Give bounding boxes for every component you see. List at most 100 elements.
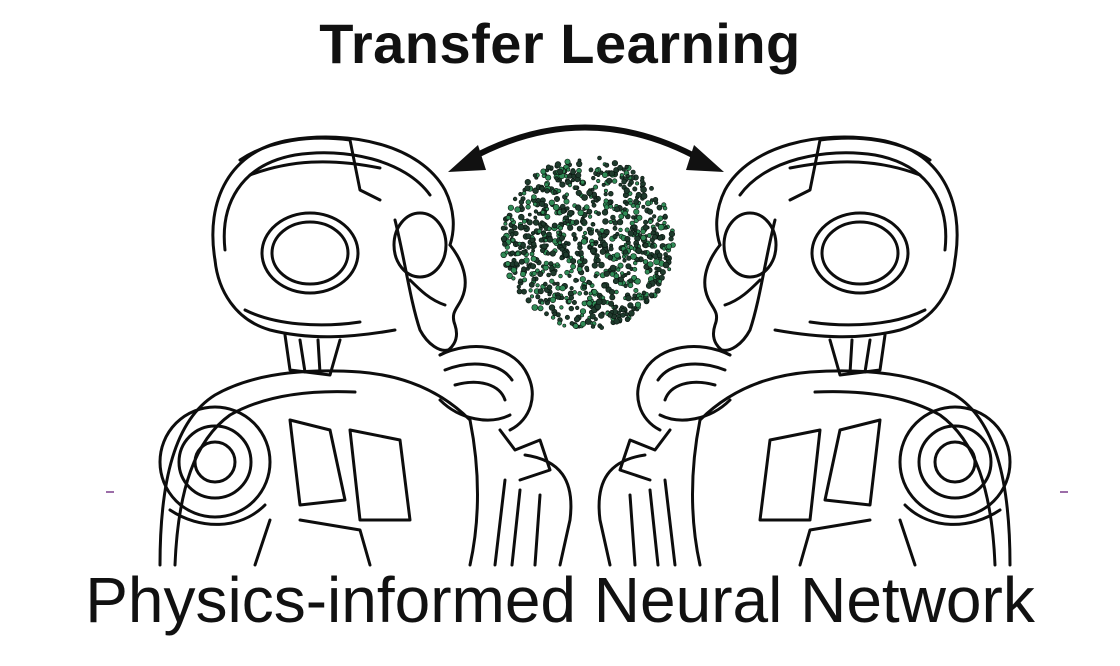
particle [546,226,552,232]
particle [530,263,537,270]
particle [647,254,653,260]
particle [514,206,521,213]
particle [568,305,574,312]
particle [554,161,562,168]
particle [509,217,515,222]
particle [647,261,654,268]
particle [552,204,560,211]
particle [601,282,608,289]
particle [548,199,555,206]
particle [603,198,609,204]
particle [559,285,566,292]
particle [573,277,579,283]
particle [655,274,660,279]
particle [544,311,549,317]
particle [622,258,627,263]
particle [607,254,614,261]
particle [577,291,583,296]
particle [608,204,614,209]
particle [640,234,647,241]
particle [629,245,634,250]
particle [555,294,561,300]
particle [579,276,586,283]
particle [502,241,508,247]
subtitle: Physics-informed Neural Network [85,564,1035,636]
particle [536,211,541,216]
particle [614,252,621,259]
particle [603,188,608,193]
particle [511,224,518,231]
particle [612,304,618,310]
particle [656,252,663,259]
particle [518,213,525,221]
particle [507,204,515,211]
particle [618,227,623,233]
particle [656,266,662,273]
particle [642,242,649,249]
particle [529,294,534,299]
particle [516,288,523,295]
particle [640,250,645,255]
particle [603,192,608,197]
particle [596,172,601,177]
particle [517,223,525,231]
particle [524,185,531,192]
particle [624,227,630,233]
particle [537,288,544,295]
particle [591,175,596,181]
particle [662,213,668,219]
particle [624,316,631,322]
particle [594,167,600,173]
particle [537,270,544,277]
particle [557,168,564,175]
particle [607,312,613,318]
particle [622,249,629,255]
particle [567,183,573,188]
particle [603,270,610,277]
particle [630,253,637,260]
particle [598,261,605,269]
particle [596,211,601,216]
particle [597,244,602,249]
particle [551,222,558,229]
particle [525,297,532,304]
particle [510,250,515,256]
particle [589,313,596,320]
particle [525,233,532,240]
particle [634,301,642,308]
particle [549,296,557,304]
particle [632,293,637,298]
particle [633,208,640,215]
particle [627,302,634,309]
particle [564,269,570,276]
particle [662,261,670,269]
particle [533,209,539,214]
particle [586,189,593,197]
particle [564,192,570,197]
particle [559,235,565,241]
particle [591,262,598,269]
particle [633,287,639,293]
particle [548,304,556,311]
particle [516,284,521,290]
particle [587,295,593,301]
particle [570,258,577,265]
particle [538,237,544,243]
particle [539,185,545,191]
particle [657,223,665,231]
particle [593,274,598,279]
particle [580,238,588,245]
particle [601,182,606,187]
particle [549,278,555,284]
title: Transfer Learning [319,12,801,75]
particle [557,240,562,245]
particle [555,281,560,286]
particle [614,289,619,295]
particle [559,295,565,300]
particle [545,164,552,170]
particle [612,225,618,231]
particle [566,167,571,172]
particle [509,232,515,237]
particle [571,232,577,238]
particle [640,192,648,200]
